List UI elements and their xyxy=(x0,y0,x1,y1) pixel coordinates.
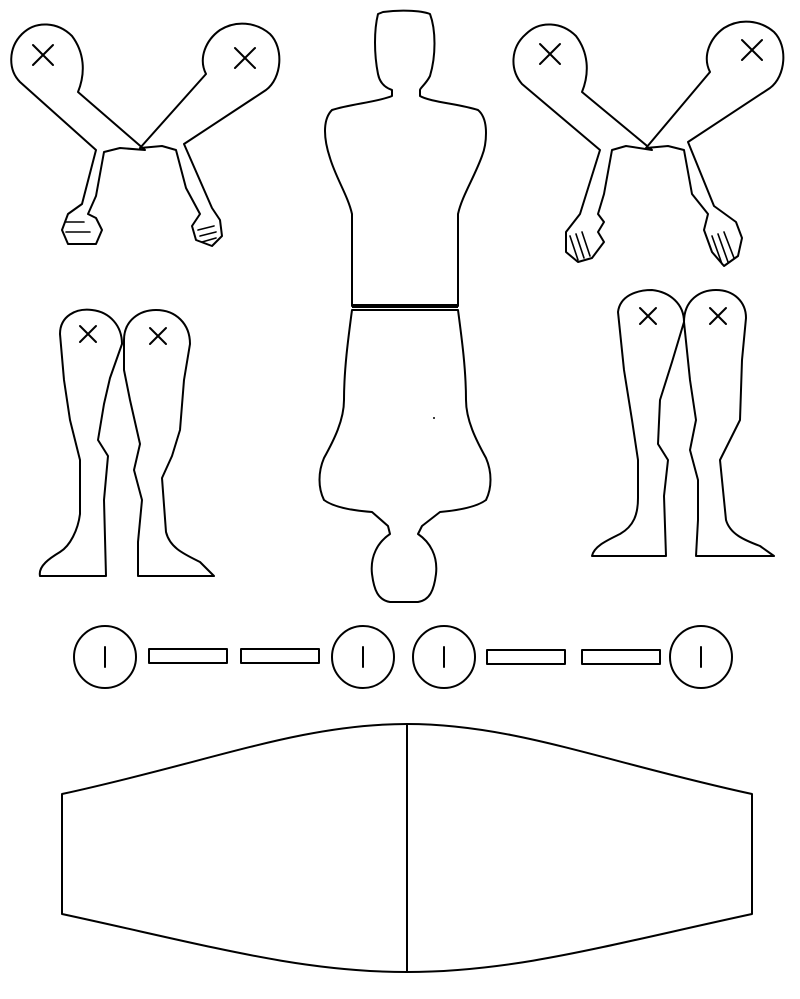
leg-left-piece xyxy=(591,289,685,557)
pivot-cross-mark xyxy=(149,327,167,345)
torso-piece xyxy=(318,9,492,603)
base-panel xyxy=(61,723,753,973)
connector-strip-right xyxy=(412,625,733,689)
pivot-cross-mark xyxy=(639,307,657,325)
pivot-cross-mark xyxy=(32,44,54,66)
arm-pair-top-right xyxy=(512,20,785,267)
leg-left-piece xyxy=(38,308,123,577)
arm-right-piece xyxy=(645,20,785,267)
pivot-cross-mark xyxy=(539,43,561,65)
arm-pair-top-left xyxy=(10,22,281,247)
leg-pair-left xyxy=(38,308,215,577)
pivot-cross-mark xyxy=(741,39,763,61)
leg-right-piece xyxy=(683,289,775,557)
pivot-cross-mark xyxy=(234,47,256,69)
strip-segment xyxy=(581,649,661,665)
leg-right-piece xyxy=(123,309,215,577)
strip-segment xyxy=(148,648,228,664)
arm-left-piece xyxy=(512,23,653,263)
pivot-cross-mark xyxy=(709,307,727,325)
strip-segment xyxy=(240,648,320,664)
arm-left-piece xyxy=(10,23,146,245)
connector-strip-left xyxy=(73,625,395,689)
pivot-cross-mark xyxy=(79,325,97,343)
leg-pair-right xyxy=(591,289,775,557)
arm-right-piece xyxy=(139,22,281,247)
strip-segment xyxy=(486,649,566,665)
